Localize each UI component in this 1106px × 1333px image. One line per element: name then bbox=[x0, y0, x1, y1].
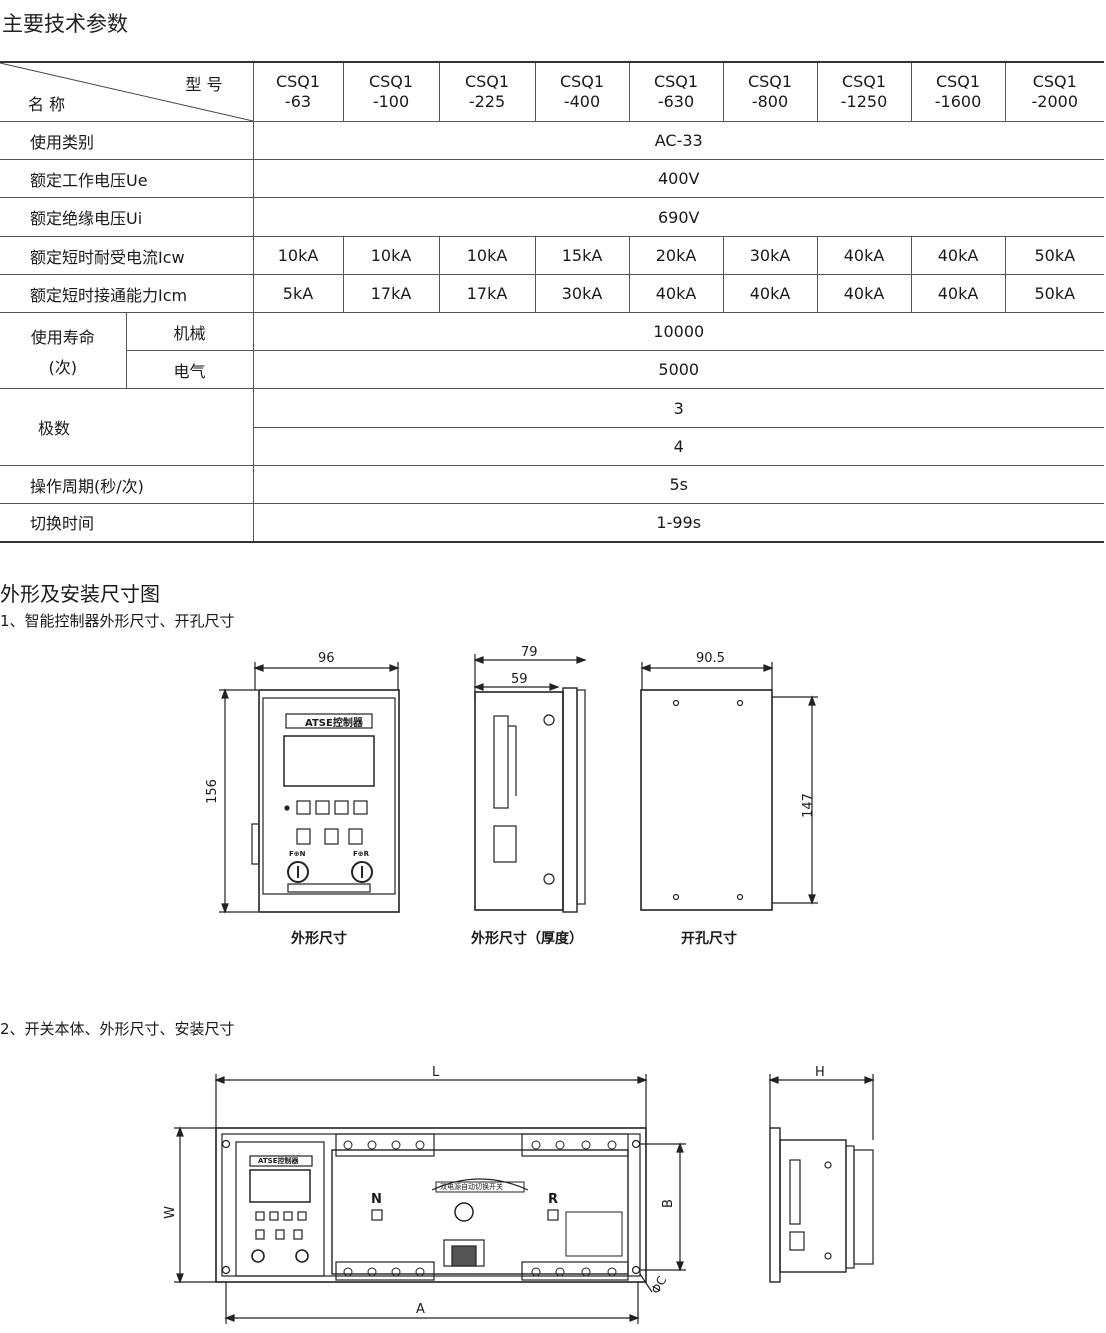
front-btn-right: F⊕R bbox=[353, 850, 370, 858]
row-label: 使用类别 bbox=[0, 121, 253, 160]
cell-value: 50kA bbox=[1004, 274, 1104, 313]
row-label: 额定工作电压Ue bbox=[0, 159, 253, 198]
row-label: 极数 bbox=[0, 388, 253, 466]
cutout-width-dim: 90.5 bbox=[696, 651, 725, 666]
subsection-title: 1、智能控制器外形尺寸、开孔尺寸 bbox=[0, 612, 235, 630]
cell-value: 15kA bbox=[534, 236, 629, 275]
row-value: 690V bbox=[252, 197, 1104, 237]
cell-value: 40kA bbox=[816, 274, 911, 313]
row-value: 400V bbox=[252, 159, 1104, 198]
header-model-label: 型 号 bbox=[185, 75, 223, 94]
table-row: 极数 3 bbox=[0, 388, 1104, 466]
model-cell: CSQ1 -800 bbox=[722, 61, 817, 122]
header-name-label: 名 称 bbox=[28, 95, 66, 114]
front-label: ATSE控制器 bbox=[305, 718, 363, 729]
side-caption: 外形尺寸（厚度） bbox=[471, 931, 583, 947]
side-depth-total: 79 bbox=[521, 645, 538, 660]
life-label-line2: (次) bbox=[48, 357, 78, 377]
row-value: 3 bbox=[252, 388, 1104, 428]
cell-value: 40kA bbox=[910, 274, 1005, 313]
table-row: 使用类别 AC-33 bbox=[0, 121, 1104, 160]
table-row: 额定短时接通能力Icm 5kA 17kA 17kA 30kA 40kA 40kA… bbox=[0, 274, 1104, 313]
switch-H-dim: H bbox=[815, 1065, 825, 1080]
cell-value: 40kA bbox=[910, 236, 1005, 275]
row-value: 4 bbox=[252, 427, 1104, 466]
cell-value: 20kA bbox=[628, 236, 723, 275]
cell-value: 30kA bbox=[722, 236, 817, 275]
switch-R-label: R bbox=[548, 1192, 559, 1207]
controller-side-drawing bbox=[473, 654, 587, 913]
front-height-dim: 156 bbox=[204, 779, 220, 804]
model-cell: CSQ1 -100 bbox=[342, 61, 439, 122]
model-cell: CSQ1 -225 bbox=[438, 61, 535, 122]
cell-value: 17kA bbox=[438, 274, 535, 313]
row-value: 5s bbox=[252, 465, 1104, 504]
cell-value: 17kA bbox=[342, 274, 439, 313]
spec-table: 型 号 名 称 CSQ1 -63 CSQ1 -100 CSQ1 -225 CSQ… bbox=[0, 61, 1104, 543]
row-value: 1-99s bbox=[252, 503, 1104, 543]
model-cell: CSQ1 -63 bbox=[252, 61, 343, 122]
switch-panel-label: ATSE控制器 bbox=[258, 1157, 299, 1165]
side-depth-body: 59 bbox=[511, 672, 528, 687]
switch-knob-label: 双电源自动切换开关 bbox=[440, 1183, 503, 1191]
cell-value: 40kA bbox=[722, 274, 817, 313]
switch-A-dim: A bbox=[416, 1302, 425, 1317]
switch-B-dim: B bbox=[660, 1199, 676, 1208]
cell-value: 30kA bbox=[534, 274, 629, 313]
section-title: 外形及安装尺寸图 bbox=[0, 582, 160, 606]
table-header-row: 型 号 名 称 CSQ1 -63 CSQ1 -100 CSQ1 -225 CSQ… bbox=[0, 61, 1104, 122]
table-row: 额定工作电压Ue 400V bbox=[0, 159, 1104, 198]
table-row: 操作周期(秒/次) 5s bbox=[0, 465, 1104, 504]
front-width-dim: 96 bbox=[318, 651, 335, 666]
table-row: 电气 5000 bbox=[0, 350, 1104, 389]
switch-N-label: N bbox=[371, 1192, 382, 1207]
life-label-line1: 使用寿命 bbox=[30, 327, 95, 347]
row-label: 额定短时接通能力Icm bbox=[0, 274, 253, 313]
switch-body-drawing bbox=[174, 1074, 686, 1324]
table-row: 使用寿命 (次) 机械 10000 bbox=[0, 312, 1104, 389]
subsection-title: 2、开关本体、外形尺寸、安装尺寸 bbox=[0, 1020, 235, 1038]
row-label: 切换时间 bbox=[0, 503, 253, 543]
model-cell: CSQ1 -630 bbox=[628, 61, 723, 122]
life-label: 使用寿命 (次) bbox=[0, 312, 126, 389]
switch-side-drawing bbox=[768, 1074, 875, 1283]
cutout-height-dim: 147 bbox=[800, 793, 816, 818]
row-label: 操作周期(秒/次) bbox=[0, 465, 253, 504]
front-btn-left: F⊕N bbox=[289, 850, 306, 858]
cell-value: 50kA bbox=[1004, 236, 1104, 275]
mech-label: 机械 bbox=[125, 312, 253, 351]
cell-value: 10kA bbox=[438, 236, 535, 275]
page-title: 主要技术参数 bbox=[2, 12, 128, 36]
cell-value: 40kA bbox=[816, 236, 911, 275]
switch-L-dim: L bbox=[432, 1065, 440, 1080]
table-row: 额定短时耐受电流Icw 10kA 10kA 10kA 15kA 20kA 30k… bbox=[0, 236, 1104, 275]
cell-value: 5kA bbox=[252, 274, 343, 313]
switch-W-dim: W bbox=[162, 1206, 178, 1219]
controller-front-drawing bbox=[219, 662, 400, 914]
model-cell: CSQ1 -1250 bbox=[816, 61, 911, 122]
model-cell: CSQ1 -2000 bbox=[1004, 61, 1104, 122]
elec-value: 5000 bbox=[252, 350, 1104, 389]
table-row: 切换时间 1-99s bbox=[0, 503, 1104, 543]
mech-value: 10000 bbox=[252, 312, 1104, 351]
model-cell: CSQ1 -400 bbox=[534, 61, 629, 122]
row-label: 额定短时耐受电流Icw bbox=[0, 236, 253, 275]
cell-value: 10kA bbox=[252, 236, 343, 275]
cutout-caption: 开孔尺寸 bbox=[681, 931, 737, 947]
front-caption: 外形尺寸 bbox=[291, 931, 347, 947]
table-row: 4 bbox=[0, 427, 1104, 466]
table-row: 额定绝缘电压Ui 690V bbox=[0, 197, 1104, 237]
model-cell: CSQ1 -1600 bbox=[910, 61, 1005, 122]
controller-cutout-drawing bbox=[640, 662, 818, 911]
elec-label: 电气 bbox=[125, 350, 253, 389]
cell-value: 40kA bbox=[628, 274, 723, 313]
cell-value: 10kA bbox=[342, 236, 439, 275]
row-value: AC-33 bbox=[252, 121, 1104, 160]
row-label: 额定绝缘电压Ui bbox=[0, 197, 253, 237]
